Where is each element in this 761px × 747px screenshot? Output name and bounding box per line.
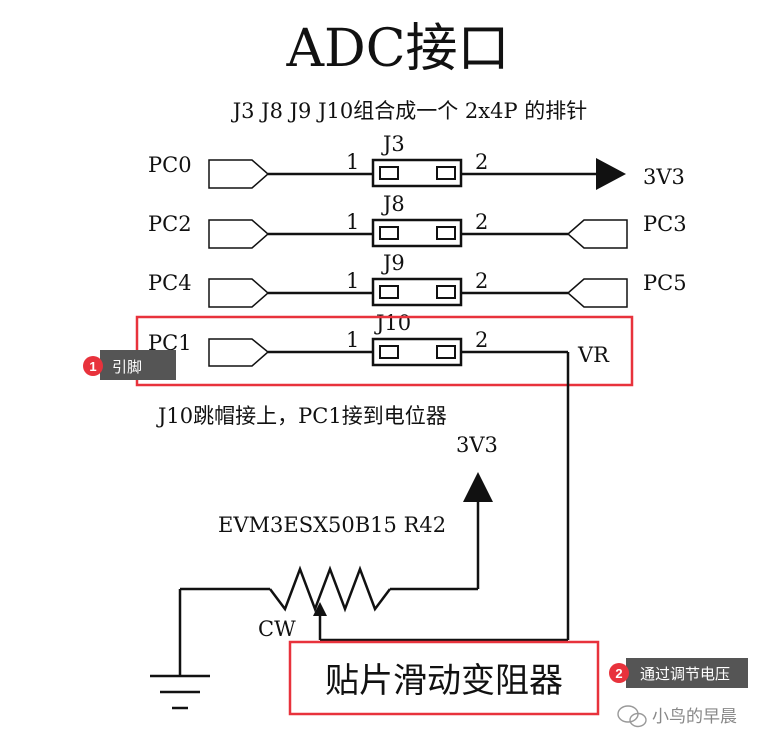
port-symbol-pc4 <box>208 278 270 308</box>
annotation-badge <box>83 356 103 376</box>
pin1-j8: 1 <box>346 210 359 234</box>
jumper-label-j9: J9 <box>381 251 405 275</box>
highlight-box-pot <box>288 640 600 716</box>
annotation-badge <box>609 663 629 683</box>
wechat-icon <box>617 705 647 728</box>
pot-supply-label: 3V3 <box>456 433 498 457</box>
jumper-label-j10: J10 <box>374 311 411 335</box>
port-label-pc4: PC4 <box>148 271 192 295</box>
pot-caption: 贴片滑动变阻器 <box>325 661 563 701</box>
jumper-pad <box>379 226 399 240</box>
port-symbol-pc1 <box>208 338 270 367</box>
jumper-pad <box>379 285 399 299</box>
jumper-pad <box>436 226 456 240</box>
pin1-j9: 1 <box>346 269 359 293</box>
jumper-note: J10跳帽接上，PC1接到电位器 <box>156 404 447 428</box>
annotation-number: 2 <box>615 666 622 681</box>
port-symbol-pc5 <box>566 278 628 308</box>
pot-part-number: EVM3ESX50B15 R42 <box>218 513 446 537</box>
row-j10: PC1 1 J10 2 VR <box>148 311 610 367</box>
jumper-label-j8: J8 <box>381 192 405 216</box>
diagram-subtitle: J3 J8 J9 J10组合成一个 2x4P 的排针 <box>231 99 588 123</box>
row-j9: PC4 1 J9 2 PC5 <box>148 251 687 308</box>
annotation-label-bg <box>100 350 176 380</box>
pin1-j3: 1 <box>346 150 359 174</box>
wiper-arrow <box>313 602 327 616</box>
watermark: 小鸟的早晨 <box>617 705 737 728</box>
resistor-zigzag <box>269 565 391 613</box>
jumper-j3 <box>371 158 463 188</box>
port-label-pc5: PC5 <box>643 271 687 295</box>
port-symbol-pc0 <box>208 159 270 189</box>
jumper-label-j3: J3 <box>381 132 405 156</box>
annotation-1: 1 引脚 <box>83 350 176 380</box>
annotation-2: 2 通过调节电压 <box>609 658 748 688</box>
port-symbol-pc3 <box>566 219 628 249</box>
port-label-pc0: PC0 <box>148 153 192 177</box>
jumper-j9 <box>371 277 463 307</box>
pin2-j3: 2 <box>475 150 488 174</box>
annotation-text: 引脚 <box>112 359 142 376</box>
pot-power-arrow <box>463 472 493 502</box>
row-j8: PC2 1 J8 2 PC3 <box>148 192 687 249</box>
port-label-pc3: PC3 <box>643 212 687 236</box>
watermark-text: 小鸟的早晨 <box>652 707 737 726</box>
annotation-label-bg <box>626 658 748 688</box>
jumper-pad <box>436 166 456 180</box>
pin2-j8: 2 <box>475 210 488 234</box>
annotation-number: 1 <box>89 359 96 374</box>
ground-symbol <box>150 674 210 710</box>
jumper-pad <box>436 345 456 359</box>
net-label-vr: VR <box>577 343 610 367</box>
annotation-text: 通过调节电压 <box>640 666 730 683</box>
pin2-j9: 2 <box>475 269 488 293</box>
jumper-j8 <box>371 218 463 248</box>
power-label-3v3: 3V3 <box>643 165 685 189</box>
port-symbol-pc2 <box>208 219 270 249</box>
jumper-pad <box>436 285 456 299</box>
cw-label: CW <box>258 617 296 641</box>
jumper-pad <box>379 345 399 359</box>
jumper-j10 <box>371 337 463 367</box>
potentiometer: 3V3 EVM3ESX50B15 R42 CW <box>178 352 570 675</box>
port-label-pc2: PC2 <box>148 212 192 236</box>
diagram-title: ADC接口 <box>285 19 509 79</box>
row-j3: PC0 1 J3 2 3V3 <box>148 132 685 190</box>
pin1-j10: 1 <box>346 328 359 352</box>
jumper-pad <box>379 166 399 180</box>
pin2-j10: 2 <box>475 328 488 352</box>
power-arrow-symbol <box>596 158 626 190</box>
